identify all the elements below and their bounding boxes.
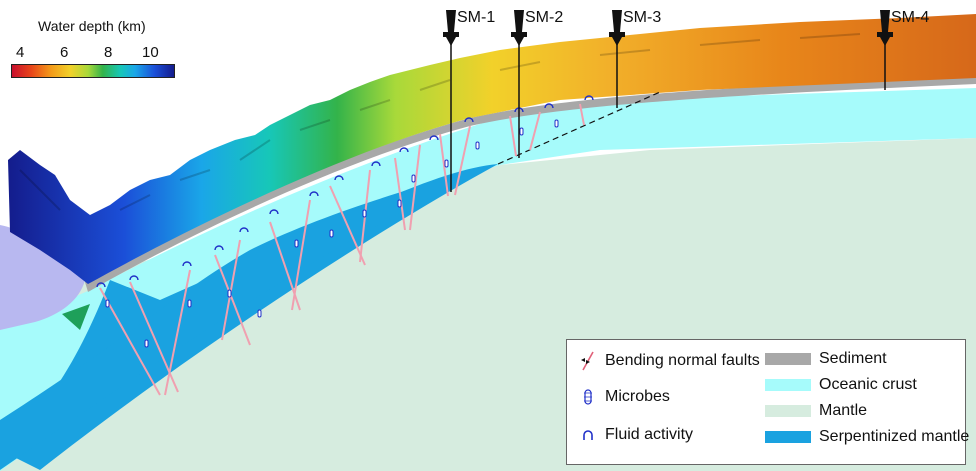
well-label-sm-2: SM-2 xyxy=(525,9,564,26)
legend: Bending normal faults Microbes Fluid act… xyxy=(566,339,969,465)
oceanic-crust-layer xyxy=(0,88,976,471)
fluid-activity-markers xyxy=(96,95,594,288)
overriding-plate xyxy=(0,225,85,330)
well-sm-3 xyxy=(609,10,625,108)
microbe-icon xyxy=(584,389,592,405)
well-label-sm-4: SM-4 xyxy=(891,9,930,26)
sediment-swatch xyxy=(765,353,811,365)
colorbar-tick-8: 8 xyxy=(104,44,113,61)
legend-item-faults: Bending normal faults xyxy=(577,350,760,372)
bathymetry-surface xyxy=(8,14,976,284)
well-label-sm-1: SM-1 xyxy=(457,9,496,26)
legend-label-serpentinized: Serpentinized mantle xyxy=(819,428,970,445)
legend-item-fluid: Fluid activity xyxy=(577,424,693,446)
legend-label-fluid: Fluid activity xyxy=(605,426,694,443)
legend-item-crust: Oceanic crust xyxy=(765,376,917,394)
legend-label-sediment: Sediment xyxy=(819,350,887,367)
mantle-swatch xyxy=(765,405,811,417)
colorbar-ramp xyxy=(11,64,175,78)
legend-label-mantle: Mantle xyxy=(819,402,868,419)
crust-swatch xyxy=(765,379,811,391)
colorbar-tick-6: 6 xyxy=(60,44,69,61)
well-sm-1 xyxy=(443,10,459,192)
legend-item-mantle: Mantle xyxy=(765,402,867,420)
legend-item-sediment: Sediment xyxy=(765,350,887,368)
microbe-markers xyxy=(105,119,559,348)
well-sm-2 xyxy=(511,10,527,158)
colorbar-title: Water depth (km) xyxy=(38,18,146,34)
colorbar-tick-10: 10 xyxy=(142,44,159,61)
serpentinized-mantle-layer xyxy=(0,164,498,470)
well-label-sm-3: SM-3 xyxy=(623,9,662,26)
serpentinized-swatch xyxy=(765,431,811,443)
legend-item-microbes: Microbes xyxy=(577,386,670,408)
colorbar-tick-4: 4 xyxy=(16,44,25,61)
water-depth-colorbar: Water depth (km) 4 6 8 10 xyxy=(8,18,178,82)
legend-label-faults: Bending normal faults xyxy=(605,352,760,369)
legend-label-microbes: Microbes xyxy=(605,388,670,405)
bathymetry-texture xyxy=(19,33,861,211)
legend-item-serpentinized: Serpentinized mantle xyxy=(765,428,969,446)
fluid-activity-icon xyxy=(583,430,593,440)
accretionary-wedge xyxy=(62,304,90,330)
fault-icon xyxy=(581,351,594,371)
legend-label-crust: Oceanic crust xyxy=(819,376,917,393)
well-sm-4 xyxy=(877,10,893,90)
